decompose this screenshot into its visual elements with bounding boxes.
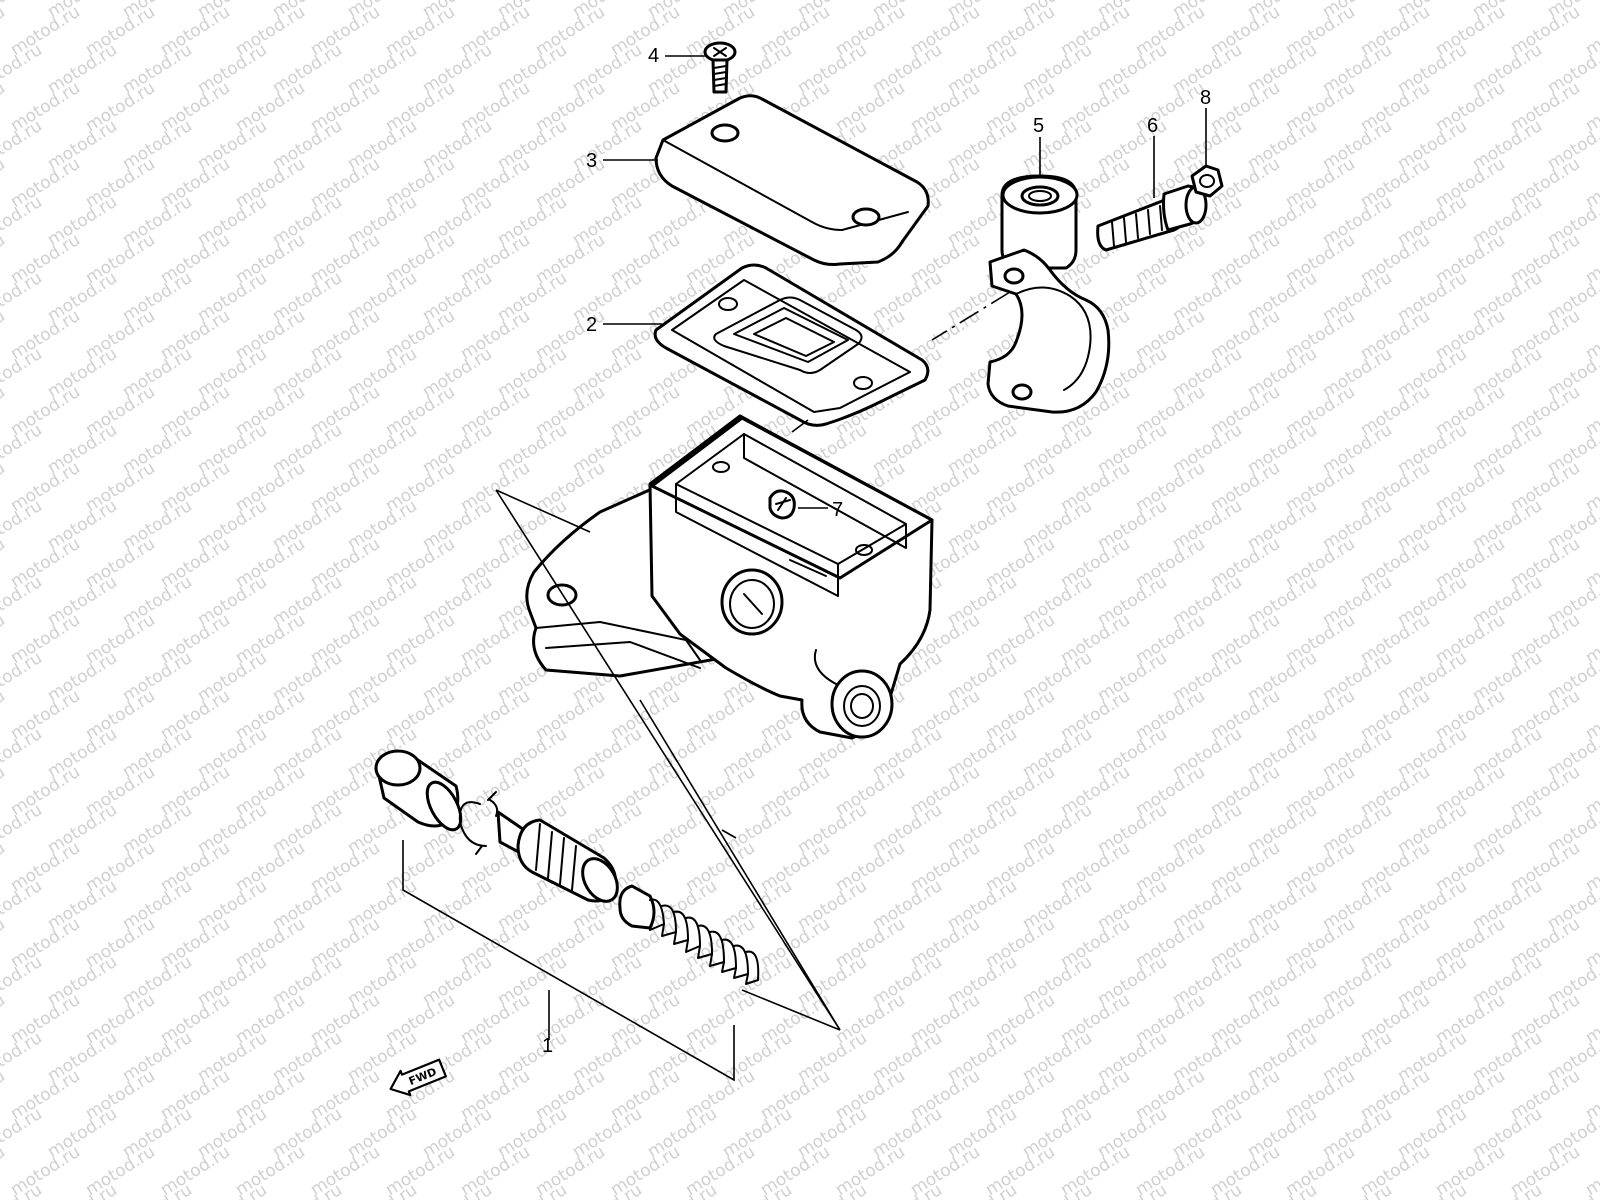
watermark-text: motod.ru <box>0 268 46 326</box>
reservoir-cap-part <box>654 94 930 266</box>
watermark-text: motod.ru <box>0 572 46 630</box>
watermark-text: motod.ru <box>0 610 9 668</box>
watermark-text: motod.ru <box>0 1066 9 1124</box>
watermark-text: motod.ru <box>0 686 9 744</box>
watermark-text: motod.ru <box>0 914 9 972</box>
watermark-text: motod.ru <box>0 306 9 364</box>
callout-1: 1 <box>542 1035 553 1057</box>
callout-labels: 1 2 3 4 5 6 7 8 <box>542 45 1211 1057</box>
watermark-text: motod.ru <box>0 876 46 934</box>
watermark-text: motod.ru <box>0 838 9 896</box>
callout-2: 2 <box>586 314 597 336</box>
watermark-text: motod.ru <box>0 230 9 288</box>
callout-7: 7 <box>832 499 843 521</box>
diaphragm-part <box>653 263 930 427</box>
holder-clamp-part <box>986 174 1111 414</box>
assembly-lines <box>402 55 1207 1082</box>
callout-5: 5 <box>1033 115 1044 137</box>
watermark-text: motod.ru <box>0 382 9 440</box>
watermark-text: motod.ru <box>0 40 46 98</box>
callout-3: 3 <box>586 150 597 172</box>
callout-4: 4 <box>648 45 659 67</box>
watermark-text: motod.ru <box>0 78 9 136</box>
callout-8: 8 <box>1200 87 1211 109</box>
watermark-text: motod.ru <box>0 952 46 1010</box>
fwd-direction-badge: FWD <box>389 1058 447 1097</box>
piston-kit-part <box>374 749 760 985</box>
watermark-text: motod.ru <box>0 458 9 516</box>
watermark-text: motod.ru <box>0 534 9 592</box>
watermark-text: motod.ru <box>0 1104 46 1162</box>
watermark-text: motod.ru <box>0 154 9 212</box>
watermark-text: motod.ru <box>0 344 46 402</box>
watermark-text: motod.ru <box>0 1142 9 1200</box>
watermark-text: motod.ru <box>0 990 9 1048</box>
watermark-text: motod.ru <box>0 420 46 478</box>
cap-screw-part <box>703 41 737 94</box>
arrow-left-icon <box>389 1058 447 1097</box>
clamp-bolt-part <box>1096 184 1208 252</box>
reservoir-plug-part <box>768 489 796 520</box>
watermark-text: motod.ru <box>0 724 46 782</box>
watermark-text: motod.ru <box>0 192 46 250</box>
watermark-text: motod.ru <box>0 648 46 706</box>
watermark-text: motod.ru <box>0 762 9 820</box>
callout-6: 6 <box>1147 115 1158 137</box>
watermark-text: motod.ru <box>0 496 46 554</box>
watermark-text: motod.ru <box>0 800 46 858</box>
watermark-text: motod.ru <box>0 116 46 174</box>
watermark-text: motod.ru <box>0 2 9 60</box>
watermark-text: motod.ru <box>0 1028 46 1086</box>
